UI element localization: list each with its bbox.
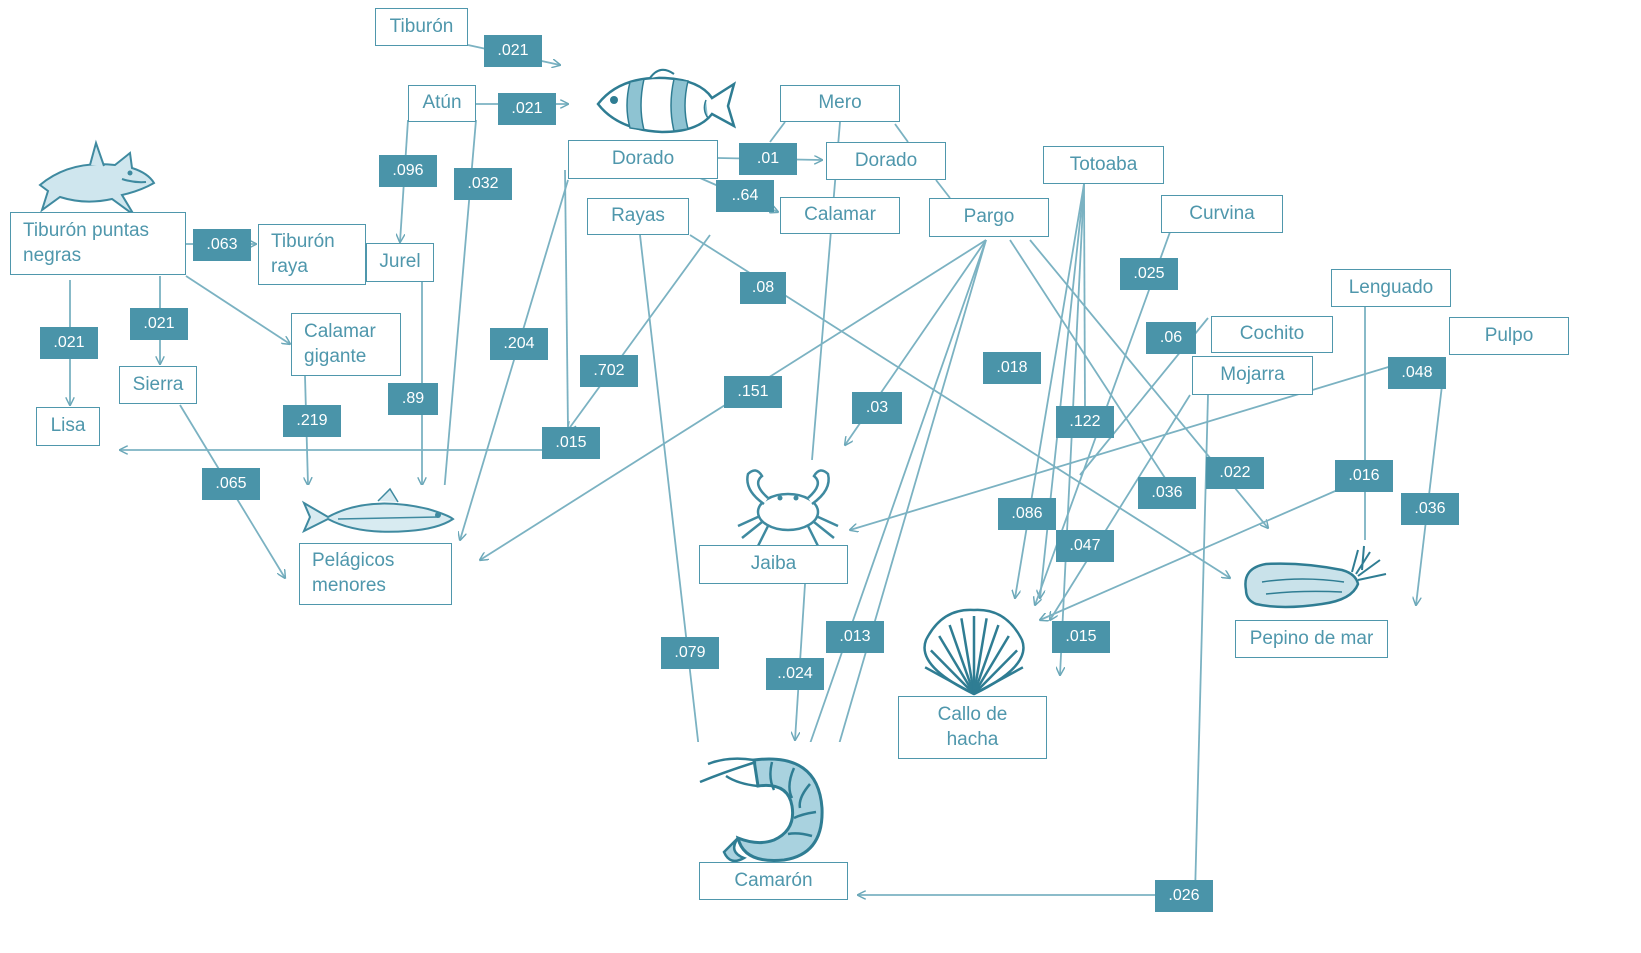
weight-label: .013: [826, 621, 884, 653]
weight-label: .03: [852, 392, 902, 424]
weight-label: .06: [1146, 322, 1196, 354]
weight-label: .032: [454, 168, 512, 200]
sea-cucumber-icon: [1232, 540, 1392, 620]
weight-label: .015: [1052, 621, 1110, 653]
small-fish-icon: [298, 485, 458, 545]
crab-icon: [728, 460, 848, 550]
node-calamar-gigante: Calamar gigante: [291, 313, 401, 376]
link-arrow: [1083, 183, 1086, 411]
link-arrow: [769, 121, 786, 143]
link-arrow: [639, 234, 700, 758]
link-arrow: [894, 123, 909, 143]
weight-label: .122: [1056, 406, 1114, 438]
node-curvina: Curvina: [1161, 195, 1283, 233]
node-tiburon: Tiburón: [375, 8, 468, 46]
link-arrow: [568, 234, 711, 430]
link-arrow: [1009, 239, 1166, 479]
weight-label: .025: [1120, 258, 1178, 290]
weight-label: .151: [724, 376, 782, 408]
node-lisa: Lisa: [36, 407, 100, 446]
link-arrow: [460, 179, 569, 540]
node-pargo: Pargo: [929, 198, 1049, 237]
weight-label: .036: [1138, 477, 1196, 509]
node-mojarra: Mojarra: [1192, 356, 1313, 395]
link-arrow: [1050, 394, 1191, 620]
node-lenguado: Lenguado: [1331, 269, 1451, 307]
node-tiburon-raya: Tiburón raya: [258, 224, 366, 285]
weight-label: .047: [1056, 530, 1114, 562]
node-pelagicos-menores: Pelágicos menores: [299, 543, 452, 605]
link-arrow: [564, 169, 569, 431]
link-arrow: [1416, 359, 1446, 605]
node-camaron: Camarón: [699, 862, 848, 900]
weight-label: .016: [1335, 460, 1393, 492]
node-calamar: Calamar: [780, 197, 900, 234]
link-arrow: [805, 239, 987, 758]
clownfish-icon: [590, 62, 740, 142]
node-cochito: Cochito: [1211, 316, 1333, 353]
weight-label: .096: [379, 155, 437, 187]
weight-label: .08: [740, 272, 786, 304]
link-arrow: [835, 239, 987, 758]
link-arrow: [1040, 477, 1366, 620]
node-jurel: Jurel: [366, 243, 434, 282]
node-pepino-de-mar: Pepino de mar: [1235, 620, 1388, 658]
weight-label: .204: [490, 328, 548, 360]
node-atun: Atún: [408, 85, 476, 122]
weight-label: .026: [1155, 880, 1213, 912]
weight-label: .01: [739, 143, 797, 175]
weight-label: .219: [283, 405, 341, 437]
weight-label: .021: [130, 308, 188, 340]
shrimp-icon: [688, 742, 846, 872]
weight-label: .021: [40, 327, 98, 359]
node-tiburon-puntas-negras: Tiburón puntas negras: [10, 212, 186, 275]
weight-label: .086: [998, 498, 1056, 530]
link-arrow: [185, 275, 290, 344]
weight-label: .036: [1401, 493, 1459, 525]
link-arrow: [850, 364, 1396, 530]
node-mero: Mero: [780, 85, 900, 122]
weight-label: .021: [484, 35, 542, 67]
node-pulpo: Pulpo: [1449, 317, 1569, 355]
weight-label: .702: [580, 355, 638, 387]
weight-label: .89: [388, 383, 438, 415]
scallop-shell-icon: [912, 606, 1037, 698]
node-dorado-prey: Dorado: [568, 140, 718, 179]
node-totoaba: Totoaba: [1043, 146, 1164, 184]
weight-label: .021: [498, 93, 556, 125]
node-sierra: Sierra: [119, 366, 197, 404]
link-arrow: [935, 179, 951, 199]
weight-label: .048: [1388, 357, 1446, 389]
weight-label: ..024: [766, 658, 824, 690]
node-jaiba: Jaiba: [699, 545, 848, 584]
weight-label: ..64: [716, 180, 774, 212]
weight-label: .022: [1206, 457, 1264, 489]
link-arrow: [1194, 394, 1209, 896]
weight-label: .065: [202, 468, 260, 500]
weight-label: .015: [542, 427, 600, 459]
node-callo-de-hacha: Callo de hacha: [898, 696, 1047, 759]
weight-label: .079: [661, 637, 719, 669]
weight-label: .018: [983, 352, 1041, 384]
weight-label: .063: [193, 229, 251, 261]
node-rayas: Rayas: [587, 198, 689, 235]
node-dorado: Dorado: [826, 142, 946, 180]
